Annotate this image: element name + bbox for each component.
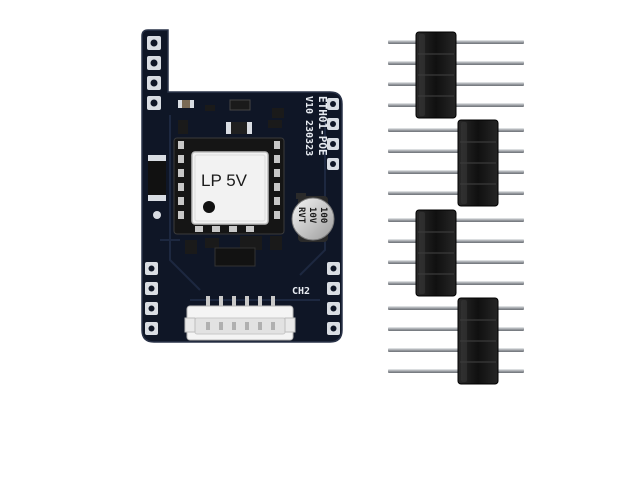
- header-pin: [388, 128, 524, 132]
- pin-header: [388, 209, 524, 297]
- capacitor-voltage: 10V: [307, 207, 317, 224]
- pin-header: [388, 31, 524, 119]
- capacitor-code: RVT: [296, 207, 306, 224]
- jst-connector: [184, 296, 296, 341]
- silk-connector-label: CH2: [292, 286, 310, 297]
- pcb-board: LP 5V 100 10V RVT ETH01-POE V10 230323 C…: [141, 29, 343, 343]
- header-highlight: [461, 300, 467, 382]
- pin-headers: [388, 31, 524, 385]
- silkscreen-text: ETH01-POE V10 230323 CH2: [292, 96, 329, 297]
- pin-header: [388, 297, 524, 385]
- header-pin: [388, 327, 524, 331]
- capacitor-value: 100: [318, 207, 328, 223]
- header-highlight: [419, 34, 425, 116]
- silk-version: V10: [303, 96, 314, 114]
- header-pin: [388, 170, 524, 174]
- header-pin: [388, 191, 524, 195]
- right-top-pads: [327, 98, 339, 170]
- left-bottom-pads: [145, 262, 158, 335]
- header-highlight: [419, 212, 425, 294]
- silk-date: 230323: [303, 120, 314, 156]
- pin-header: [388, 119, 524, 207]
- module-pin1-dot: [203, 201, 215, 213]
- right-bottom-pads: [327, 262, 340, 335]
- silk-board-name: ETH01-POE: [316, 96, 329, 156]
- power-module: LP 5V: [173, 137, 285, 235]
- smd-components: [148, 99, 284, 267]
- tab-pads: [147, 36, 161, 110]
- header-pin: [388, 306, 524, 310]
- header-pin: [388, 369, 524, 373]
- header-highlight: [461, 122, 467, 204]
- header-pin: [388, 149, 524, 153]
- capacitor: 100 10V RVT: [291, 193, 335, 242]
- header-pin: [388, 348, 524, 352]
- module-label: LP 5V: [201, 171, 248, 190]
